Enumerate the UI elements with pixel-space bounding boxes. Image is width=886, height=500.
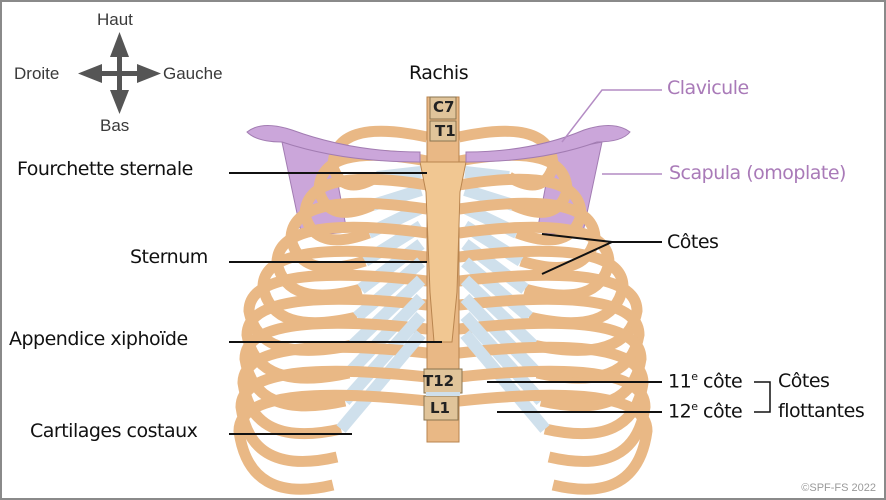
label-11e-cote: 11e côte [668, 370, 743, 393]
rib [458, 197, 601, 273]
rib [458, 317, 647, 412]
label-scapula: Scapula (omoplate) [669, 162, 846, 184]
label-appendice-xiphoide: Appendice xiphoïde [9, 328, 188, 350]
label-cotes-flottantes-1: Côtes [778, 370, 830, 392]
costal-cartilage [460, 312, 546, 405]
vertebra-l1: L1 [430, 399, 450, 417]
costal-cartilage [336, 330, 426, 433]
vertebra-c7: C7 [433, 98, 455, 116]
compass-left-label: Droite [14, 64, 60, 83]
ribs [233, 125, 653, 495]
label-sternum: Sternum [130, 246, 208, 268]
label-cotes: Côtes [667, 231, 719, 253]
label-cotes-flottantes-2: flottantes [778, 400, 865, 422]
costal-cartilage [340, 312, 426, 405]
rib [285, 197, 428, 273]
rib [458, 389, 653, 495]
rib [237, 341, 428, 440]
label-cartilages-costaux: Cartilages costaux [30, 420, 198, 442]
costal-cartilage [353, 257, 425, 322]
rib [239, 317, 428, 412]
leader-lines [229, 172, 771, 435]
compass-right-label: Gauche [163, 64, 223, 83]
costal-cartilage [460, 275, 538, 350]
label-12e-cote: 12e côte [668, 400, 743, 423]
costal-cartilage [344, 293, 426, 378]
vertebra-t1: T1 [435, 122, 456, 140]
label-clavicule: Clavicule [667, 77, 749, 99]
compass-down-label: Bas [100, 116, 130, 135]
sternum [419, 161, 467, 343]
left-clavicle [465, 125, 631, 163]
rib [458, 341, 649, 440]
costal-cartilage [460, 293, 542, 378]
compass-up-label: Haut [97, 10, 133, 29]
label-fourchette-sternale: Fourchette sternale [17, 158, 193, 180]
label-rachis: Rachis [409, 62, 469, 84]
rib [235, 365, 428, 467]
rib [458, 365, 651, 467]
rib [233, 389, 428, 495]
right-clavicle [246, 125, 421, 163]
compass-arrows-icon [78, 32, 161, 114]
costal-cartilage [461, 257, 533, 322]
costal-cartilage [348, 275, 426, 350]
copyright: ©SPF-FS 2022 [801, 482, 876, 494]
vertebra-t12: T12 [423, 372, 455, 390]
